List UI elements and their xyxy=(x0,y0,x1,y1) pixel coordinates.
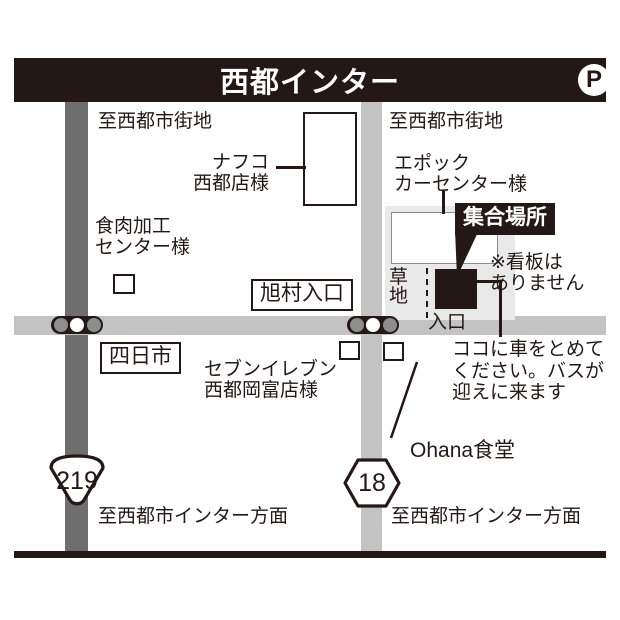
building-ohana-shokudo xyxy=(383,342,404,361)
leader-line-epoch xyxy=(442,190,445,214)
route-shield-18-number: 18 xyxy=(358,468,386,497)
leader-line-parking-horizontal xyxy=(474,280,501,283)
note-no-signboard-line1: ※看板は xyxy=(490,252,563,273)
traffic-signal-right xyxy=(347,316,399,334)
label-epoch-line2: カーセンター様 xyxy=(394,173,528,195)
signal-lamp-icon xyxy=(366,318,380,332)
signal-lamp-icon xyxy=(53,318,68,332)
signal-lamp-icon xyxy=(349,318,364,332)
intersection-label-asahimura: 旭村入口 xyxy=(251,279,353,312)
map-bottom-bar xyxy=(14,551,606,558)
label-to-interchange-left: 至西都市インター方面 xyxy=(98,506,289,527)
label-to-interchange-right: 至西都市インター方面 xyxy=(391,506,582,527)
map-canvas: 至西都市街地 至西都市街地 至西都市インター方面 至西都市インター方面 ナフコ … xyxy=(14,102,606,551)
signal-lamp-icon xyxy=(382,318,397,332)
label-seven-line1: セブンイレブン xyxy=(204,359,338,380)
intersection-label-yokkaichi: 四日市 xyxy=(100,342,181,375)
label-meat-line2: センター様 xyxy=(95,236,191,258)
label-meat-line1: 食肉加工 xyxy=(95,216,172,237)
label-nafco: ナフコ 西都店様 xyxy=(193,152,270,195)
route-shield-219: 219 xyxy=(46,454,108,508)
label-seven-eleven: セブンイレブン 西都岡富店様 xyxy=(204,359,338,402)
traffic-signal-left xyxy=(51,316,103,334)
label-epoch-line1: エポック xyxy=(394,153,471,174)
note-parking-line1: ココに車をとめて xyxy=(452,339,605,360)
building-nafco xyxy=(303,112,357,206)
label-ohana-shokudo: Ohana食堂 xyxy=(410,439,516,462)
signal-lamp-icon xyxy=(70,318,84,332)
label-epoch-car-center: エポック カーセンター様 xyxy=(394,153,528,196)
leader-line-ohana xyxy=(389,361,419,439)
label-to-city-center-right: 至西都市街地 xyxy=(389,111,504,132)
label-to-city-center-left: 至西都市街地 xyxy=(98,111,213,132)
road-horizontal-main xyxy=(14,316,606,335)
lot-divider-dashed-line xyxy=(426,268,428,318)
note-parking-instruction: ココに車をとめて ください。バスが 迎えに来ます xyxy=(452,339,604,404)
meeting-point-marker xyxy=(435,269,477,309)
label-meat-processing-center: 食肉加工 センター様 xyxy=(95,216,191,259)
label-entrance: 入口 xyxy=(428,312,467,333)
building-meat-processing-center xyxy=(113,274,135,294)
note-parking-line3: 迎えに来ます xyxy=(452,382,567,404)
signal-lamp-icon xyxy=(86,318,101,332)
leader-line-nafco xyxy=(276,166,306,169)
route-shield-18: 18 xyxy=(342,457,402,509)
note-no-signboard-line2: ありません xyxy=(490,273,585,295)
label-nafco-line1: ナフコ xyxy=(212,152,270,173)
callout-tail xyxy=(455,230,479,277)
map-header-bar xyxy=(14,58,606,102)
meeting-place-callout: 集合場所 xyxy=(455,203,555,236)
note-no-signboard: ※看板は ありません xyxy=(490,252,584,295)
page-title: 西都インター xyxy=(219,67,400,99)
label-nafco-line2: 西都店様 xyxy=(193,172,270,194)
label-grassland: 草地 xyxy=(389,267,409,308)
note-parking-line2: ください。バスが xyxy=(452,360,605,382)
leader-line-parking-vertical xyxy=(499,280,502,337)
building-seven-eleven xyxy=(339,341,360,360)
route-shield-219-number: 219 xyxy=(56,466,98,495)
label-seven-line2: 西都岡富店様 xyxy=(204,379,319,401)
parking-p-icon: P xyxy=(578,64,610,96)
